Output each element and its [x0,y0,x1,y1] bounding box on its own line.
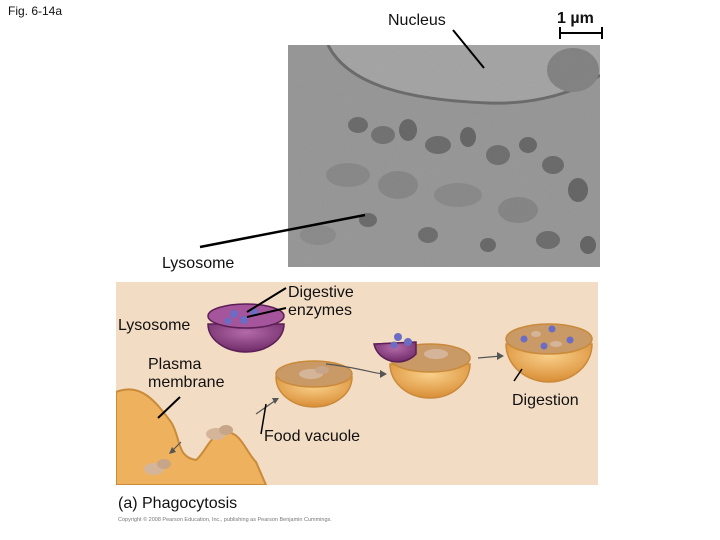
panel-caption: (a) Phagocytosis [118,495,238,512]
arrowheads [169,352,504,454]
digestive-enzymes-label: Digestive enzymes [288,284,354,320]
electron-micrograph [288,45,600,267]
scale-bar-label: 1 µm [557,10,594,27]
fusing-vesicle [373,333,471,399]
food-vacuole-label: Food vacuole [264,428,361,445]
digestion-vesicle [505,323,593,383]
food-particle-outside [144,459,171,475]
plasma-membrane-line2: membrane [148,374,225,391]
food-vacuole-vesicle [275,360,353,408]
plasma-membrane-line1: Plasma [148,356,202,373]
digestive-enzymes-line2: enzymes [288,302,353,319]
digestive-enzymes-line1: Digestive [288,284,354,301]
copyright-notice: Copyright © 2008 Pearson Education, Inc.… [118,517,332,523]
lysosome-vesicle [207,303,285,353]
plasma-membrane-label: Plasma membrane [148,356,224,392]
digestion-label: Digestion [512,392,579,409]
lysosome-micrograph-label: Lysosome [162,255,235,272]
figure-label: Fig. 6-14a [8,4,63,18]
lysosome-diagram-label: Lysosome [118,317,191,334]
food-particle-engulfed [206,425,233,440]
phagocytosis-diagram [116,282,598,485]
nucleus-label: Nucleus [388,12,446,29]
